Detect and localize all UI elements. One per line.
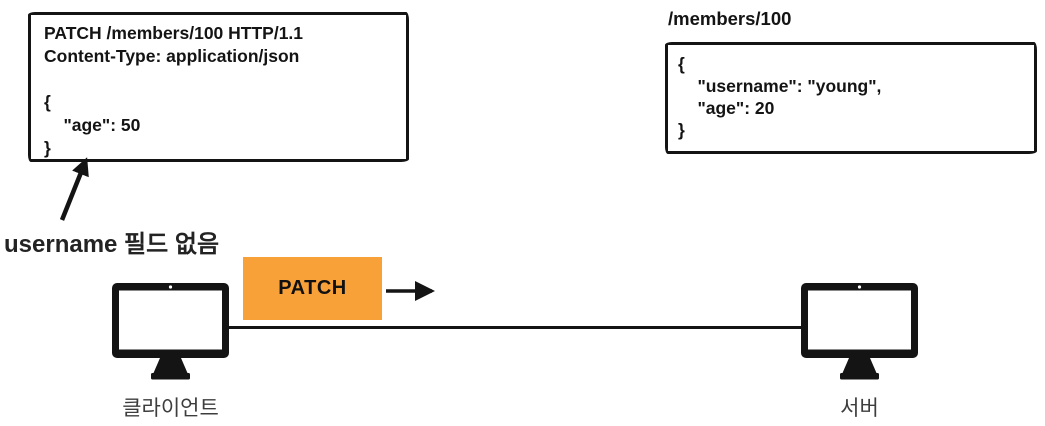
resource-line: { — [678, 54, 685, 74]
request-line — [44, 68, 396, 91]
patch-method-badge: PATCH — [243, 257, 382, 320]
arrow-up-right-icon — [59, 157, 89, 221]
server-label: 서버 — [840, 397, 879, 420]
annotation-note: username 필드 없음 — [4, 231, 220, 258]
resource-line: "username": "young", — [678, 76, 882, 96]
resource-path-label: /members/100 — [668, 8, 792, 29]
resource-line: "age": 20 — [678, 98, 775, 118]
patch-method-label: PATCH — [278, 277, 347, 299]
server-monitor-icon — [801, 283, 918, 380]
request-line: } — [44, 138, 51, 158]
arrow-right-icon — [386, 281, 435, 301]
resource-state-box: { "username": "young", "age": 20 } — [665, 42, 1037, 154]
http-request-box: PATCH /members/100 HTTP/1.1 Content-Type… — [28, 12, 409, 162]
client-label: 클라이언트 — [122, 397, 219, 420]
request-line: PATCH /members/100 HTTP/1.1 — [44, 23, 304, 43]
connection-line — [226, 326, 804, 329]
request-line: { — [44, 92, 51, 112]
request-line: Content-Type: application/json — [44, 46, 300, 66]
client-monitor-icon — [112, 283, 229, 380]
resource-line: } — [678, 120, 685, 140]
request-line: "age": 50 — [44, 115, 141, 135]
